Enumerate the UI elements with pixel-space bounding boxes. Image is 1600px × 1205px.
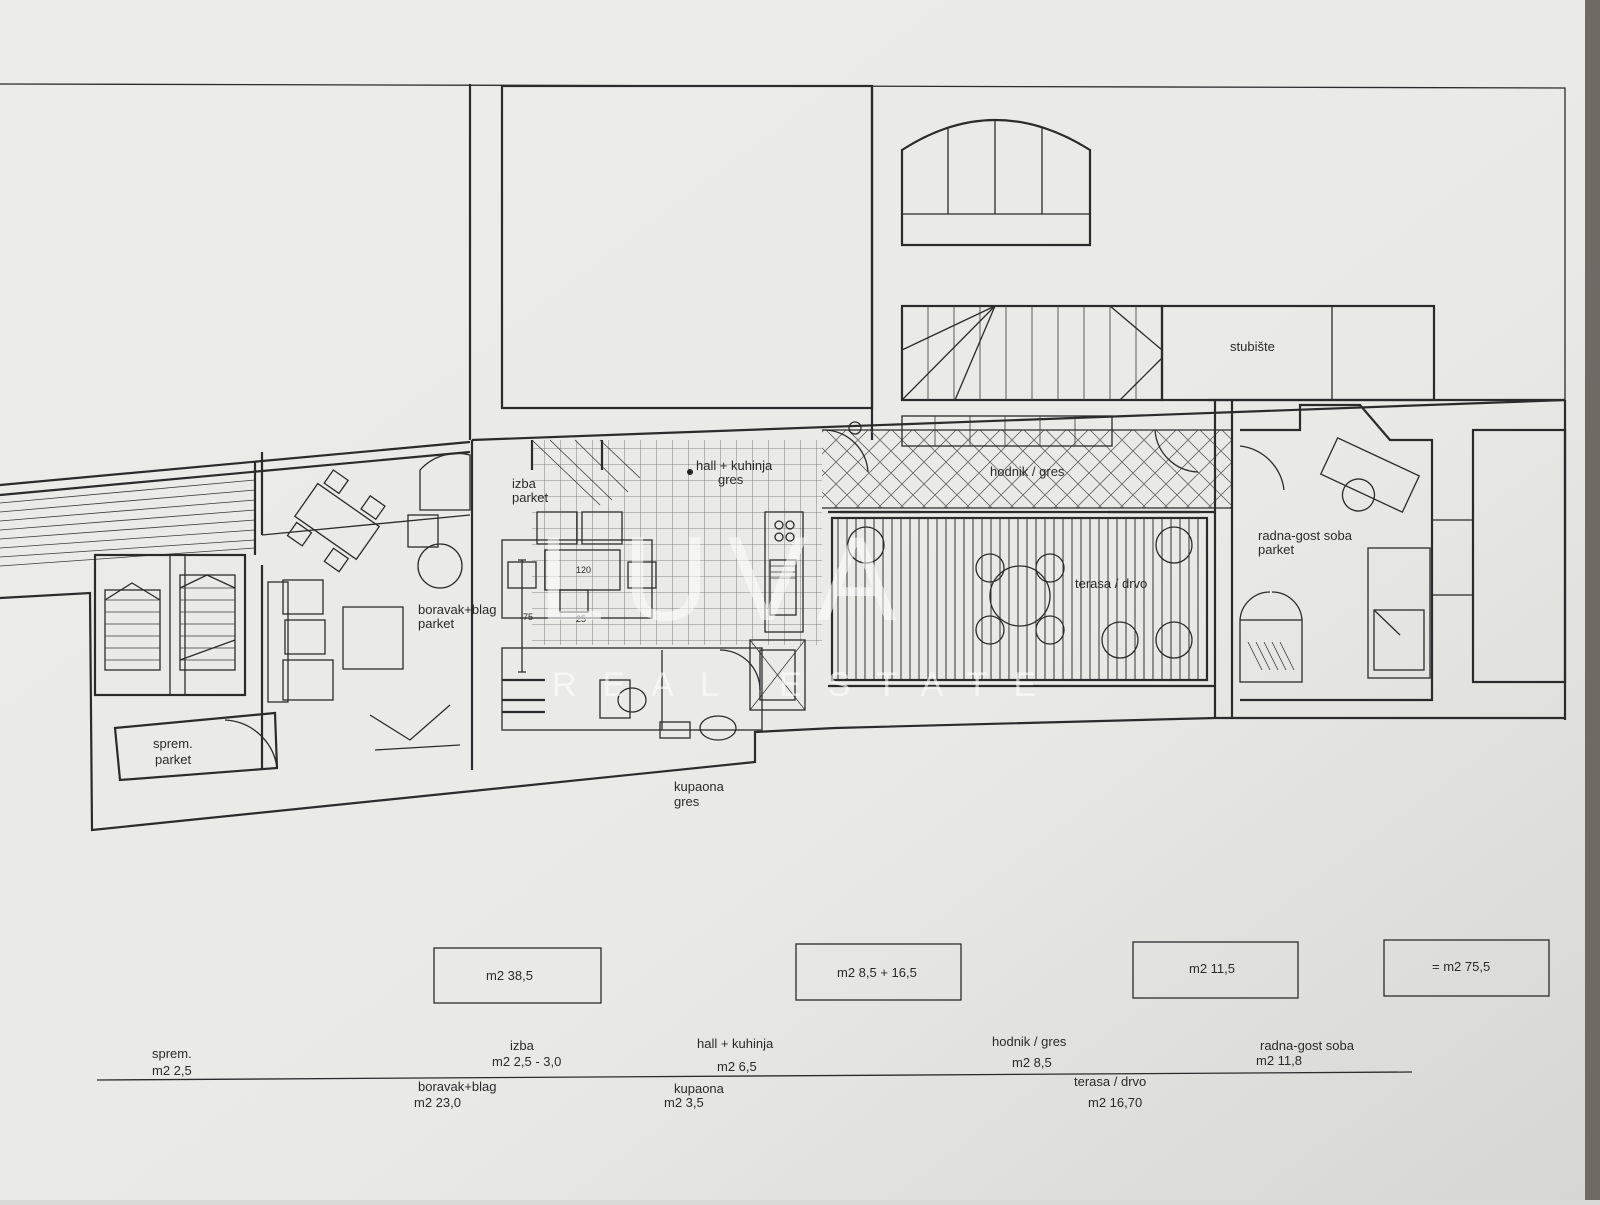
area-above-value-sprem: m2 2,5 <box>152 1063 192 1078</box>
area-below-value-terasa: m2 16,70 <box>1088 1095 1142 1110</box>
room-label-boravak-floor: parket <box>418 616 455 631</box>
room-label-izba: izba <box>512 476 537 491</box>
area-below-name-terasa: terasa / drvo <box>1074 1074 1146 1089</box>
area-below-value-boravak: m2 23,0 <box>414 1095 461 1110</box>
area-above-value-radna: m2 11,8 <box>1256 1053 1302 1068</box>
dim-label-c: 25 <box>576 614 586 624</box>
room-label-hodnik: hodnik / gres <box>990 464 1065 479</box>
room-label-radna: radna-gost soba <box>1258 528 1353 543</box>
luva-watermark: LUVA REAL ESTATE <box>538 512 1062 704</box>
area-above-name-sprem: sprem. <box>152 1046 192 1061</box>
kitchen-area: izba parket hall + kuhinja gres 120 75 2… <box>470 439 822 809</box>
area-box-1: m2 38,5 <box>486 968 533 983</box>
room-label-kupaona: kupaona <box>674 779 725 794</box>
left-rooms: sprem. parket <box>93 553 279 782</box>
area-above-name-izba: izba <box>510 1038 535 1053</box>
area-table: sprem. m2 2,5 izba m2 2,5 - 3,0 hall + k… <box>96 1034 1413 1110</box>
svg-text:LUVA: LUVA <box>538 512 915 646</box>
room-label-izba-floor: parket <box>512 490 549 505</box>
area-box-4: = m2 75,5 <box>1432 959 1490 974</box>
room-label-hall-floor: gres <box>718 472 744 487</box>
dim-label-b: 75 <box>523 612 533 622</box>
area-above-name-radna: radna-gost soba <box>1260 1038 1355 1053</box>
area-above-name-hall: hall + kuhinja <box>697 1036 774 1051</box>
table-edge <box>1585 0 1600 1200</box>
area-below-value-kupaona: m2 3,5 <box>664 1095 704 1110</box>
room-label-boravak: boravak+blag <box>418 602 496 617</box>
area-above-value-hodnik: m2 8,5 <box>1012 1055 1052 1070</box>
room-label-sprem-floor: parket <box>155 752 192 767</box>
living-room: boravak+blag parket <box>260 452 496 770</box>
dim-label-a: 120 <box>576 565 591 575</box>
area-below-name-boravak: boravak+blag <box>418 1079 496 1094</box>
right-room: radna-gost soba parket <box>1213 400 1567 718</box>
area-above-value-izba: m2 2,5 - 3,0 <box>492 1054 561 1069</box>
area-above-name-hodnik: hodnik / gres <box>992 1034 1067 1049</box>
room-label-sprem: sprem. <box>153 736 193 751</box>
area-box-2: m2 8,5 + 16,5 <box>837 965 917 980</box>
left-steps <box>0 462 257 567</box>
room-label-terasa: terasa / drvo <box>1075 576 1147 591</box>
room-label-hall: hall + kuhinja <box>696 458 773 473</box>
room-label-kupaona-floor: gres <box>674 794 700 809</box>
svg-text:REAL ESTATE: REAL ESTATE <box>552 666 1062 704</box>
room-label-stubiste: stubište <box>1230 339 1275 354</box>
area-above-value-hall: m2 6,5 <box>717 1059 757 1074</box>
area-box-3: m2 11,5 <box>1189 961 1235 976</box>
terrace-area: hodnik / gres terasa / drvo <box>822 415 1232 688</box>
room-label-radna-floor: parket <box>1258 542 1295 557</box>
area-below-name-kupaona: kupaona <box>674 1081 725 1096</box>
area-boxes: m2 38,5 m2 8,5 + 16,5 m2 11,5 = m2 75,5 <box>433 939 1550 1004</box>
upper-buildings: stubište <box>468 84 1436 440</box>
